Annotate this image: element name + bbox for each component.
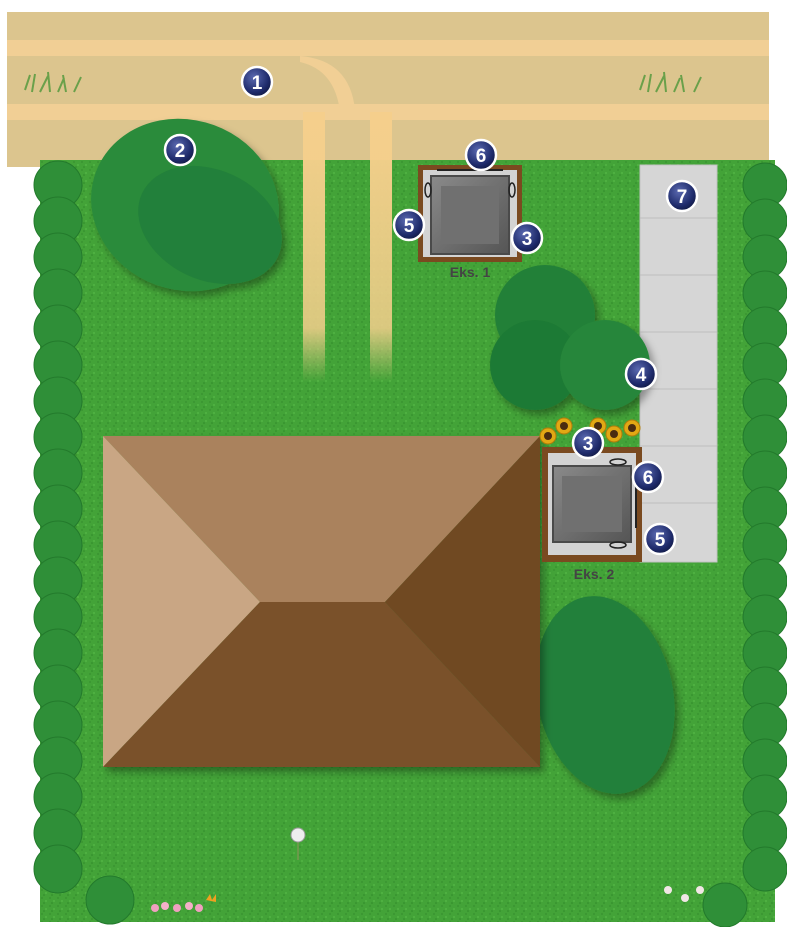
container-2: Eks. 2 bbox=[542, 447, 642, 582]
marker-number: 7 bbox=[677, 187, 688, 208]
marker-number: 3 bbox=[522, 229, 533, 250]
marker-number: 6 bbox=[643, 468, 654, 489]
container-2-label: Eks. 2 bbox=[574, 566, 615, 582]
marker-5: 5 bbox=[645, 524, 675, 554]
hedge-bush-right bbox=[743, 847, 787, 891]
marker-3: 3 bbox=[573, 428, 603, 458]
marker-number: 3 bbox=[583, 434, 594, 455]
marker-number: 5 bbox=[655, 530, 666, 551]
marker-number: 1 bbox=[252, 73, 263, 94]
marker-number: 5 bbox=[404, 216, 415, 237]
hedge-bush-left bbox=[34, 845, 82, 893]
hedge-bush-right bbox=[703, 883, 747, 927]
container-1-label: Eks. 1 bbox=[450, 264, 491, 280]
marker-6: 6 bbox=[466, 140, 496, 170]
marker-number: 2 bbox=[175, 141, 186, 162]
marker-3: 3 bbox=[512, 223, 542, 253]
hedge-bush-left bbox=[86, 876, 134, 924]
marker-6: 6 bbox=[633, 462, 663, 492]
marker-1: 1 bbox=[242, 67, 272, 97]
marker-5: 5 bbox=[394, 210, 424, 240]
marker-number: 6 bbox=[476, 146, 487, 167]
house-roof bbox=[103, 436, 540, 767]
marker-number: 4 bbox=[636, 365, 647, 386]
marker-7: 7 bbox=[667, 181, 697, 211]
marker-2: 2 bbox=[165, 135, 195, 165]
marker-4: 4 bbox=[626, 359, 656, 389]
